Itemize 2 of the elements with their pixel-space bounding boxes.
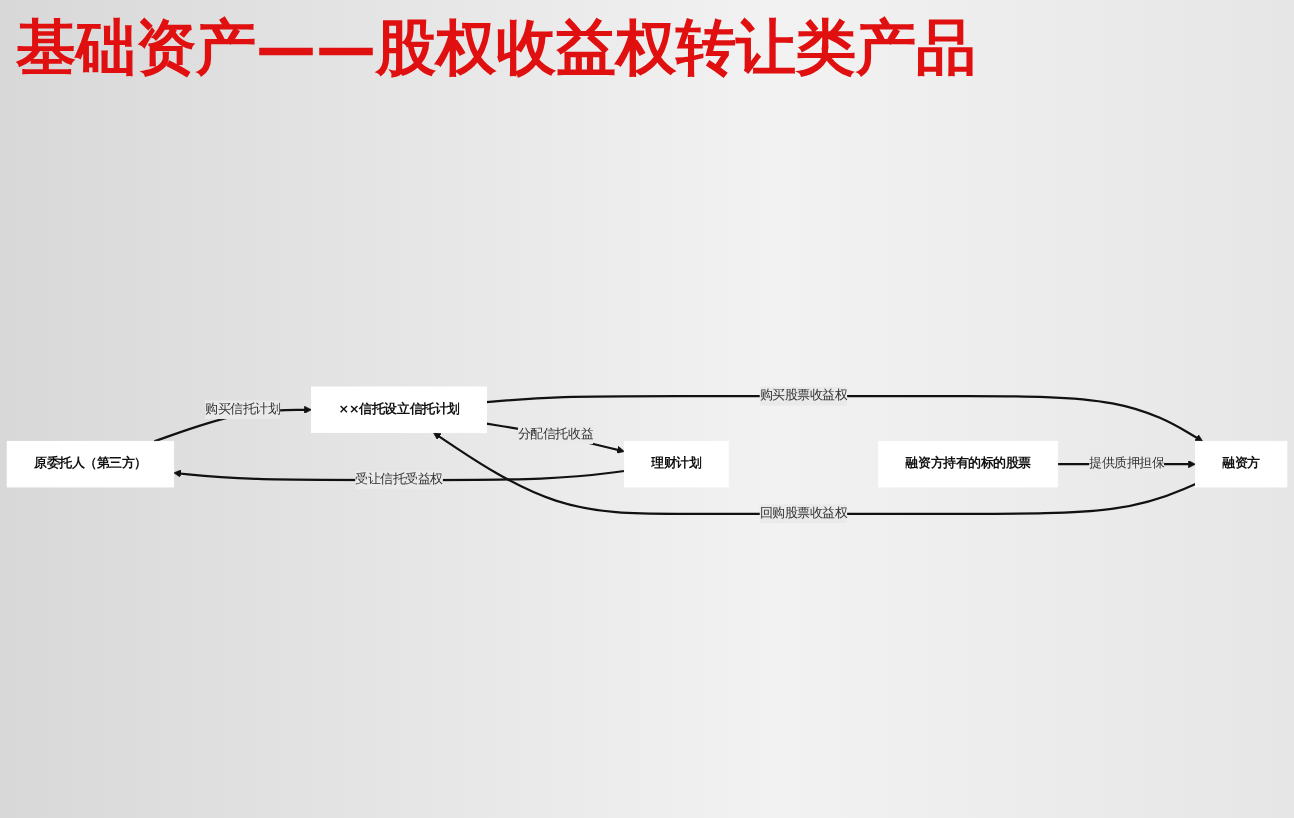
arrow bbox=[486, 422, 625, 454]
title: 基础资产——股权收益权转让类产品 bbox=[16, 12, 976, 88]
